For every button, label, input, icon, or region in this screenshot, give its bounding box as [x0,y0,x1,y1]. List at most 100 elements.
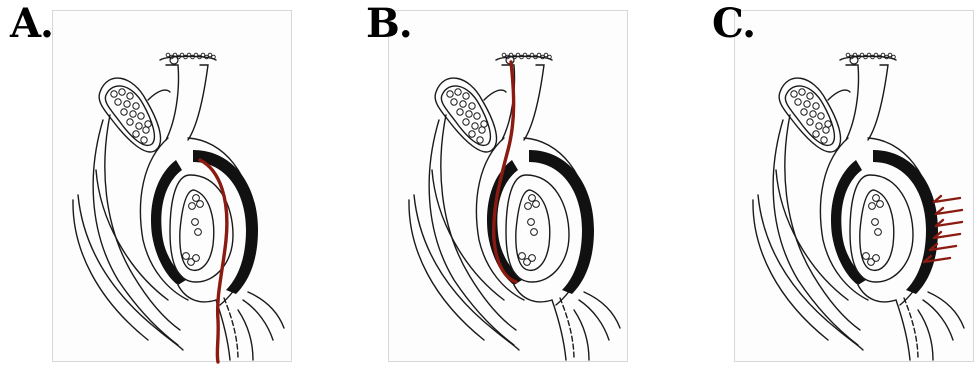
pollen-grain [143,127,149,133]
pollen-grain [481,121,487,127]
pollen-grain [813,103,819,109]
embryo-sac-nucleus [197,201,204,208]
vascular-trace [560,298,574,360]
pollen-grain [474,113,480,119]
pollen-grain [791,91,797,97]
outer-integument [529,150,594,294]
pollen-grain [807,119,813,125]
stigma-papilla [502,53,506,57]
style-right [868,65,888,140]
pollen-grain [804,101,810,107]
embryo-sac-nucleus [875,229,882,236]
style-left [846,65,859,140]
pollen-grain [136,123,142,129]
embryo-sac-nucleus [528,219,535,226]
filament [484,90,506,100]
embryo-sac-nucleus [529,195,536,202]
embryo-sac-nucleus [872,219,879,226]
pollen-grain [451,99,457,105]
ovule-structure [73,53,284,362]
micropyle [858,285,896,302]
style-left [166,65,179,140]
filament [828,90,850,100]
outer-sepal-line [441,115,516,330]
embryo-sac-nucleus [869,203,876,210]
pollen-grain [821,137,827,143]
pollen-grain [124,101,130,107]
embryo-sac-nucleus [519,253,526,260]
pollen-grain [801,109,807,115]
pollen-grain [121,109,127,115]
pollen-grain [825,121,831,127]
outer-sepal-line [785,115,860,330]
embryo-sac-nucleus [192,219,199,226]
pollen-grain [447,91,453,97]
embryo-sac-nucleus [193,195,200,202]
outer-sepal-line [429,120,514,345]
pollen-grain [823,127,829,133]
embryo-sac-nucleus [873,195,880,202]
receptacle-line [584,292,620,328]
panel-a: A. [0,0,320,367]
embryo-sac-nucleus [873,255,880,262]
embryo-sac-nucleus [525,203,532,210]
pollen-grain [477,137,483,143]
outer-sepal-line [773,120,858,345]
embryo-sac-nucleus [531,229,538,236]
embryo-sac-nucleus [193,255,200,262]
pollen-grain [795,99,801,105]
filament [148,90,170,100]
pollen-grain [457,109,463,115]
pollen-grain [145,121,151,127]
pollen-tube-path [200,160,227,362]
receptacle-line [928,292,964,328]
embryo-sac-nucleus [533,201,540,208]
pollen-grain [469,103,475,109]
receptacle-line [574,310,589,360]
pollen-grain [813,131,819,137]
pollen-grain [455,89,461,95]
pollen-grain [463,119,469,125]
receptacle-line [238,310,253,360]
pollen-grain [119,89,125,95]
pollen-grain [479,127,485,133]
pollen-grain [816,123,822,129]
pollen-grain [127,119,133,125]
style-right [524,65,544,140]
embryo-sac-nucleus [529,255,536,262]
stigma-papilla [544,53,548,57]
stigma-papilla [846,53,850,57]
embryo-sac-nucleus [863,253,870,260]
ovule-diagram-c [672,0,976,367]
pollen-grain [818,113,824,119]
pollen-grain [130,111,136,117]
embryo-sac-nucleus [195,229,202,236]
pollen-grain [799,89,805,95]
pollen-grain [463,93,469,99]
pollen-grain [141,137,147,143]
receptacle-line [918,310,933,360]
micropyle [514,285,552,302]
pollen-grain [469,131,475,137]
pollen-grain [466,111,472,117]
stigma-papilla [208,53,212,57]
pollen-grain [810,111,816,117]
ovule-structure [409,53,620,360]
style-right [188,65,208,140]
pollen-grain [133,103,139,109]
vascular-trace [904,298,918,360]
embryo-sac-nucleus [877,201,884,208]
ovule-diagram-b [330,0,650,367]
outer-sepal-line [93,120,178,345]
pollen-grain [460,101,466,107]
panel-b: B. [330,0,650,367]
ovule-structure [753,53,964,360]
stigma-papilla [888,53,892,57]
pollen-grain [133,131,139,137]
outer-sepal-line [105,115,180,330]
pollen-grain [127,93,133,99]
receptacle-line [248,292,284,328]
pollen-grain [807,93,813,99]
panel-c: C. [672,0,976,367]
embryo-sac-nucleus [189,203,196,210]
